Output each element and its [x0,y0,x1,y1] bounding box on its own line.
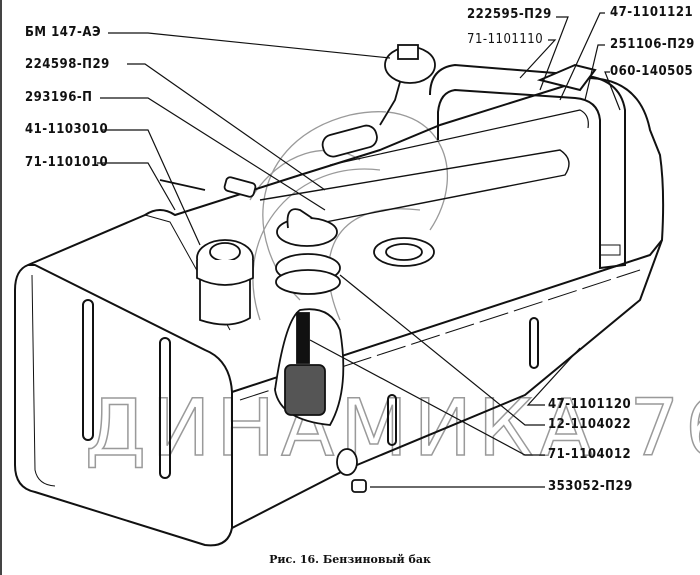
callout-washer: 293196-П [25,90,93,105]
figure-caption: Рис. 16. Бензиновый бак [269,553,431,566]
callout-fuel-intake-filter: 71-1104012 [548,447,632,462]
callout-fuel-level-sensor: БМ 147-АЭ [25,25,102,40]
fuel-intake-filter [274,308,345,426]
callout-screw: 224598-П29 [25,57,110,72]
callout-tank-strap: 71-1101110 [467,32,544,47]
callout-drain-plug: 353052-П29 [548,479,633,494]
callout-tank-body: 71-1101010 [25,155,109,170]
fuel-intake [275,208,435,295]
callout-nut: 251106-П29 [610,37,695,52]
filler-cap [196,239,254,326]
fuel-level-sensor [321,44,436,158]
callout-tank-mount: 47-1101120 [548,397,632,412]
watermark-text: ДИНАМИКА 76 [85,384,700,474]
vent-fitting [159,176,257,198]
callout-strap-bracket-frame: 060-140505 [610,64,694,79]
callout-bolt: 222595-П29 [467,7,552,22]
callout-filler-cap: 41-1103010 [25,122,109,137]
callout-strap-bracket: 47-1101121 [610,5,694,20]
tank-strap [429,63,626,270]
drain-plug [336,448,367,493]
callout-intake-flange-gasket: 12-1104022 [548,417,632,432]
page-edge [0,0,2,575]
leader-lines [97,12,621,488]
